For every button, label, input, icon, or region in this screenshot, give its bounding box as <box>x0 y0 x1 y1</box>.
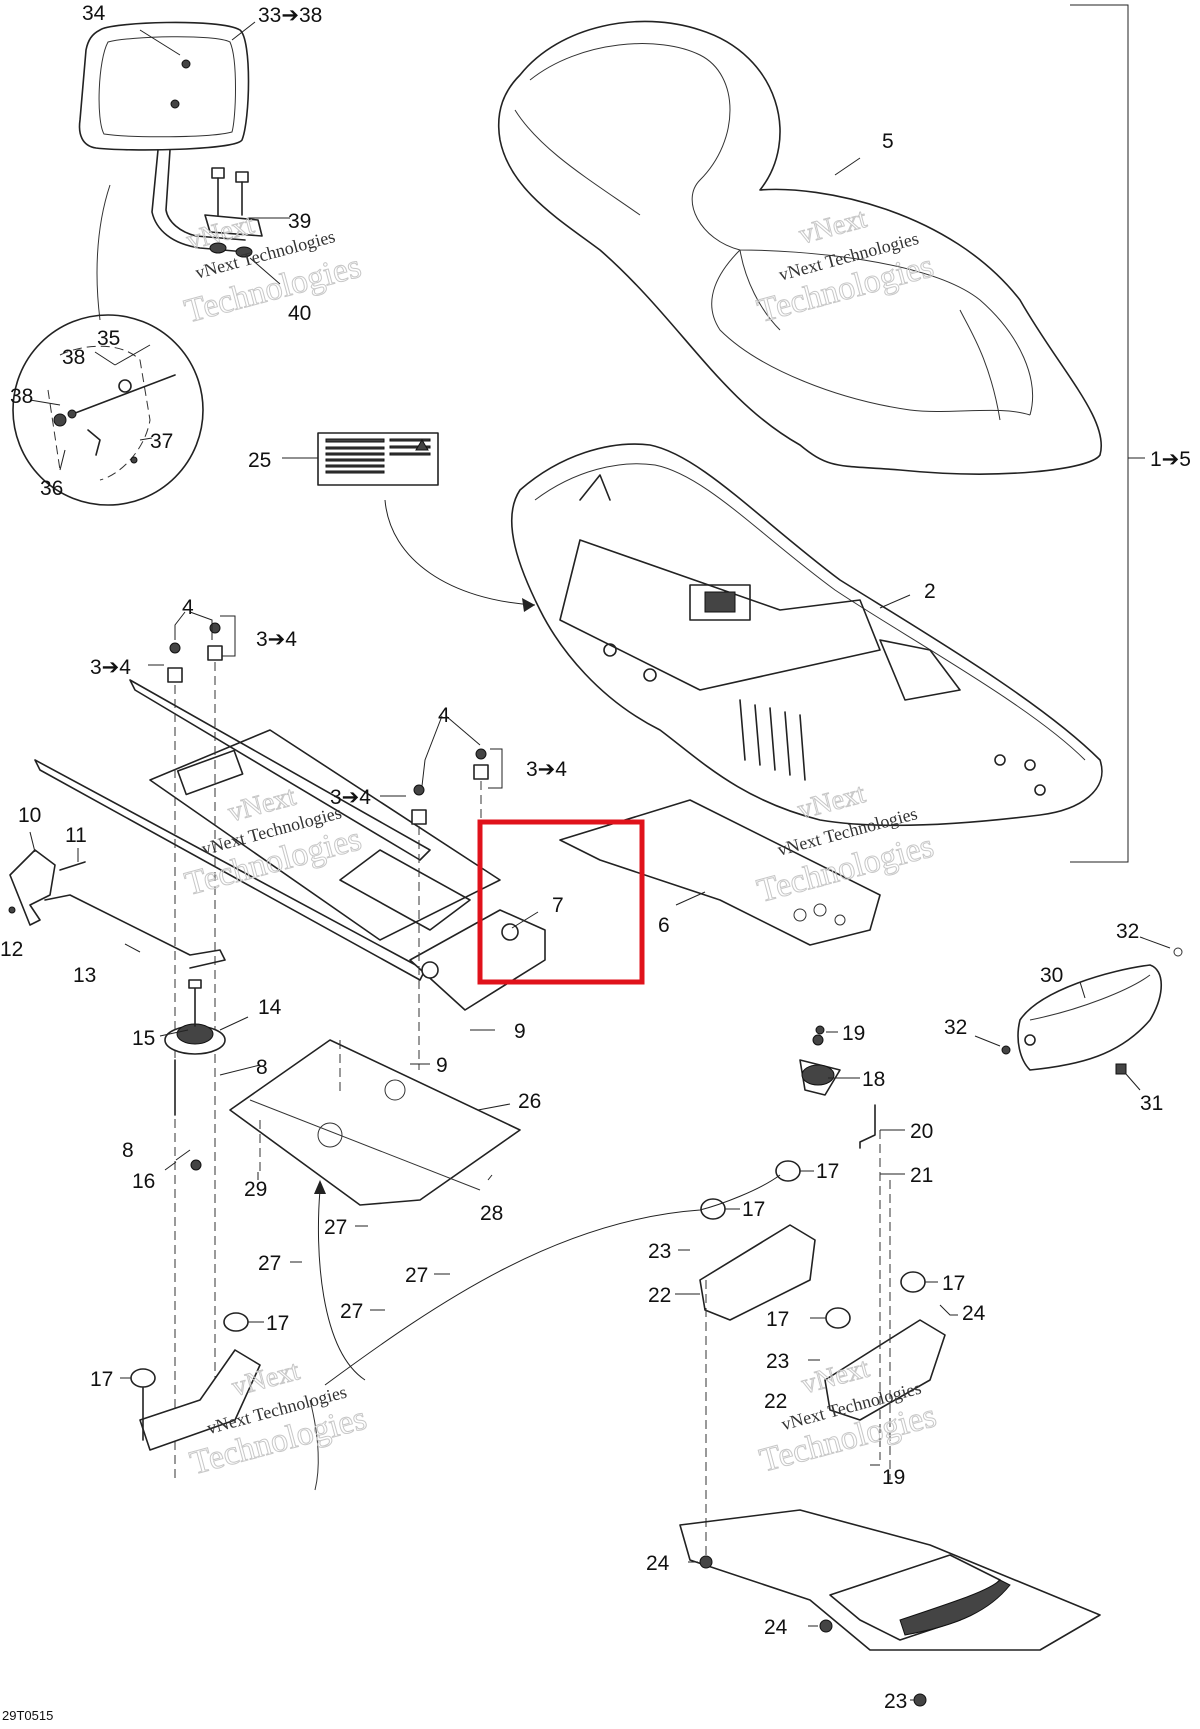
latch-14 <box>164 979 226 1171</box>
callout-35: 35 <box>97 327 120 350</box>
right-brackets <box>699 1025 946 1555</box>
seat-base <box>511 443 1103 827</box>
callout-4a: 4 <box>182 596 194 619</box>
callout-8b: 8 <box>122 1139 134 1162</box>
backrest-bolts <box>209 167 253 258</box>
callout-23b: 23 <box>766 1350 789 1373</box>
callout-27a: 27 <box>324 1216 347 1239</box>
callout-32a: 32 <box>1116 920 1139 943</box>
callout-22a: 22 <box>648 1284 671 1307</box>
callout-27d: 27 <box>340 1300 363 1323</box>
plate-26 <box>229 1039 521 1381</box>
callout-26: 26 <box>518 1090 541 1113</box>
bottom-frame <box>324 1174 1101 1707</box>
callout-14: 14 <box>258 996 282 1019</box>
callout-20: 20 <box>910 1120 933 1143</box>
callout-6: 6 <box>658 914 670 937</box>
callout-3-4b: 3➔4 <box>90 656 131 679</box>
figure-code: 29T0515 <box>2 1708 53 1723</box>
callout-3-4a: 3➔4 <box>256 628 297 651</box>
callout-12: 12 <box>0 938 23 961</box>
callout-3-4d: 3➔4 <box>330 786 371 809</box>
callout-23a: 23 <box>648 1240 671 1263</box>
callout-9a: 9 <box>514 1020 526 1043</box>
callout-15: 15 <box>132 1027 155 1050</box>
callout-37: 37 <box>150 430 173 453</box>
callout-24c: 24 <box>764 1616 788 1639</box>
callout-33-38: 33➔38 <box>258 4 322 27</box>
callout-2: 2 <box>924 580 936 603</box>
callout-36: 36 <box>40 477 63 500</box>
callout-11: 11 <box>65 824 87 847</box>
group-bracket <box>1070 4 1145 863</box>
callout-28: 28 <box>480 1202 503 1225</box>
callout-25: 25 <box>248 449 271 472</box>
callout-3-4c: 3➔4 <box>526 758 567 781</box>
callout-17f: 17 <box>90 1368 113 1391</box>
decal-label <box>317 432 536 612</box>
seat-cushion <box>497 20 1103 475</box>
leader-lines <box>29 21 1171 1701</box>
callout-7: 7 <box>552 894 564 917</box>
callout-38b: 38 <box>10 385 33 408</box>
callout-22b: 22 <box>764 1390 787 1413</box>
trim-30 <box>1001 947 1183 1075</box>
callout-17b: 17 <box>742 1198 765 1221</box>
detail-circle <box>12 184 204 506</box>
callout-17a: 17 <box>816 1160 839 1183</box>
callout-19a: 19 <box>842 1022 865 1045</box>
callout-1-5: 1➔5 <box>1150 448 1191 471</box>
callout-4b: 4 <box>438 704 450 727</box>
callout-9b: 9 <box>436 1054 448 1077</box>
callout-27c: 27 <box>405 1264 428 1287</box>
callout-10: 10 <box>18 804 41 827</box>
callout-39: 39 <box>288 210 311 233</box>
lower-rail <box>130 1312 319 1491</box>
watermark-1: Technologies vNext Technologies vNext <box>180 208 365 330</box>
callout-8a: 8 <box>256 1056 268 1079</box>
callout-34: 34 <box>82 2 106 25</box>
callout-31: 31 <box>1140 1092 1163 1115</box>
callout-40: 40 <box>288 302 311 325</box>
callout-38a: 38 <box>62 346 85 369</box>
callout-24b: 24 <box>646 1552 670 1575</box>
highlight-box <box>477 819 645 985</box>
callout-30: 30 <box>1040 964 1063 987</box>
callout-27b: 27 <box>258 1252 281 1275</box>
callout-23c: 23 <box>884 1690 907 1713</box>
callout-24a: 24 <box>962 1302 986 1325</box>
callout-5: 5 <box>882 130 894 153</box>
callout-13: 13 <box>73 964 96 987</box>
callout-29: 29 <box>244 1178 267 1201</box>
callout-16: 16 <box>132 1170 155 1193</box>
backrest-assembly <box>78 21 263 253</box>
lever-assembly <box>8 849 226 969</box>
callout-19b: 19 <box>882 1466 905 1489</box>
fasteners-right <box>411 748 489 1070</box>
callout-17d: 17 <box>766 1308 789 1331</box>
callout-32b: 32 <box>944 1016 967 1039</box>
callout-18: 18 <box>862 1068 885 1091</box>
callout-17e: 17 <box>266 1312 289 1335</box>
callout-21: 21 <box>910 1164 933 1187</box>
callout-17c: 17 <box>942 1272 965 1295</box>
